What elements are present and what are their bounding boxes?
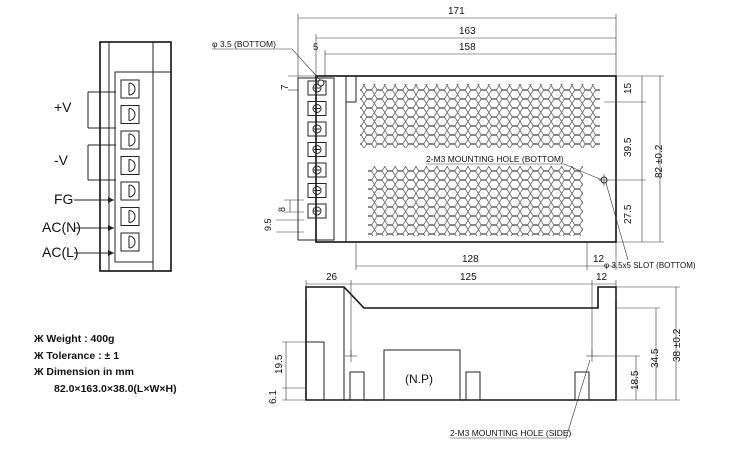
terminal-screw	[120, 181, 140, 201]
top-view	[297, 75, 617, 243]
dim-163: 163	[459, 26, 476, 37]
terminal-screws	[120, 79, 140, 252]
terminal-outline	[99, 41, 172, 272]
spec-dimension-value: 82.0×163.0×38.0(L×W×H)	[54, 382, 177, 395]
spec-tolerance: Ж Tolerance : ± 1	[34, 349, 120, 362]
mounting-bottom-label: 2-M3 MOUNTING HOLE (BOTTOM)	[426, 154, 564, 164]
side-view: (N.P)	[305, 286, 617, 401]
side-view-outline	[305, 286, 617, 401]
top-terminal-screw	[307, 203, 327, 219]
terminal-screw	[120, 130, 140, 150]
top-terminal-screw	[307, 142, 327, 157]
top-view-outline	[315, 75, 617, 243]
dim-128: 128	[462, 254, 479, 265]
np-label: (N.P)	[405, 372, 433, 386]
label-fg: FG	[54, 191, 73, 207]
dim-158: 158	[459, 42, 476, 53]
dim-34-5: 34.5	[650, 348, 661, 368]
mounting-side-label: 2-M3 MOUNTING HOLE (SIDE)	[450, 428, 572, 438]
spec-dimension: Ж Dimension in mm	[34, 366, 134, 378]
top-terminal-screw	[307, 80, 327, 96]
terminal-screw	[120, 232, 140, 252]
dim-18-5: 18.5	[630, 370, 641, 390]
top-terminal-screw	[307, 121, 327, 137]
np-label-box	[383, 349, 461, 401]
dim-5: 5	[313, 42, 318, 53]
side-dimensions: 26 125 12 19.5 6.1 18.5 34.5 38 ±0.2 2-M…	[268, 272, 683, 439]
vent-upper	[360, 84, 600, 148]
label-ac-l: AC(L)	[42, 244, 79, 260]
dim-171: 171	[448, 6, 465, 17]
top-terminal-screws	[307, 80, 327, 219]
top-dimensions: 171 163 158 5 φ 3.5 (BOTTOM) 7 15 39.5 8…	[212, 6, 696, 270]
dim-7: 7	[280, 84, 291, 90]
dim-19-5: 19.5	[274, 354, 285, 374]
top-terminal-strip	[297, 77, 335, 241]
dim-12-top: 12	[593, 254, 605, 265]
dim-9-5: 9.5	[263, 218, 273, 231]
dim-38: 38 ±0.2	[672, 328, 683, 362]
top-terminal-screw	[307, 101, 327, 116]
terminal-labels: +V -V FG AC(N) AC(L)	[42, 91, 116, 260]
terminal-screw	[120, 156, 140, 175]
terminal-screw	[120, 105, 140, 124]
dim-82: 82 ±0.2	[654, 144, 665, 178]
top-terminal-screw	[307, 162, 327, 178]
terminal-screw	[120, 79, 140, 99]
slot-label: φ 3.5x5 SLOT (BOTTOM)	[604, 261, 696, 270]
dim-6-1: 6.1	[268, 390, 279, 404]
label-ac-n: AC(N)	[42, 219, 81, 235]
terminal-screw	[120, 207, 140, 226]
dim-125: 125	[460, 272, 477, 283]
dim-15: 15	[623, 82, 634, 94]
dim-26: 26	[326, 272, 338, 283]
dim-39-5: 39.5	[623, 137, 634, 157]
dim-12-side: 12	[596, 272, 608, 283]
hole-phi-3-5	[317, 79, 325, 87]
label-plus-v: +V	[54, 99, 72, 115]
label-minus-v: -V	[54, 152, 69, 168]
vent-lower	[368, 166, 583, 236]
top-terminal-screw	[307, 183, 327, 198]
spec-weight: Ж Weight : 400g	[34, 333, 115, 345]
dim-8: 8	[277, 207, 287, 212]
dim-27-5: 27.5	[623, 204, 634, 224]
terminal-block-view	[99, 41, 172, 272]
spec-notes: Ж Weight : 400g Ж Tolerance : ± 1 Ж Dime…	[34, 331, 177, 397]
hole-phi-label: φ 3.5 (BOTTOM)	[212, 39, 276, 49]
